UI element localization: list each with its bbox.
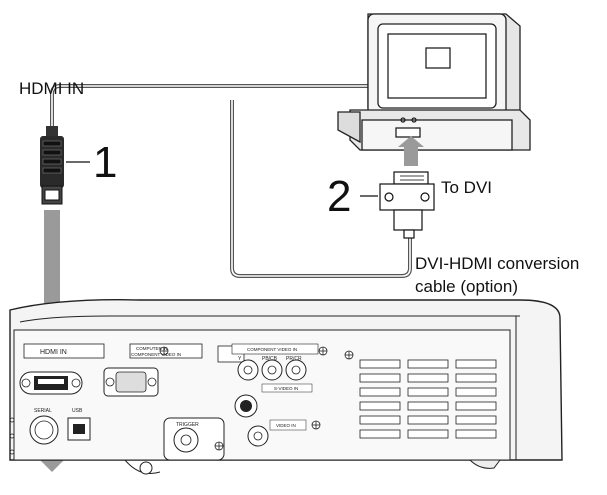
panel-y-label: Y xyxy=(238,356,242,362)
panel-computer-in-label: COMPUTER IN xyxy=(136,346,168,351)
panel-svideo-label: S-VIDEO IN xyxy=(274,386,298,391)
cable-label-line2: cable (option) xyxy=(415,277,519,296)
hdmi-plug xyxy=(40,126,64,205)
panel-hdmi-in-label: HDMI IN xyxy=(40,349,67,356)
callout-2: 2 xyxy=(327,172,352,221)
panel-component-label: COMPONENT VIDEO IN xyxy=(247,347,297,352)
hdmi-in-label: HDMI IN xyxy=(19,79,85,98)
callout-1: 1 xyxy=(93,138,118,187)
panel-prcr-label: PR/CR xyxy=(286,356,302,362)
dvi-arrow xyxy=(398,136,424,166)
panel-serial-label: SERIAL xyxy=(34,408,52,414)
cable-label-line1: DVI-HDMI conversion xyxy=(415,254,580,273)
panel-usb-label: USB xyxy=(72,408,83,414)
dvi-connector xyxy=(379,171,435,239)
panel-component-sub-label: COMPONENT VIDEO IN xyxy=(131,352,181,357)
computer-illustration xyxy=(337,13,531,151)
panel-trigger-label: TRIGGER xyxy=(176,422,199,428)
panel-pbcb-label: PB/CB xyxy=(262,356,278,362)
to-dvi-label: To DVI xyxy=(441,178,493,197)
projector-body xyxy=(9,299,563,475)
panel-video-in-label: VIDEO IN xyxy=(276,423,296,428)
